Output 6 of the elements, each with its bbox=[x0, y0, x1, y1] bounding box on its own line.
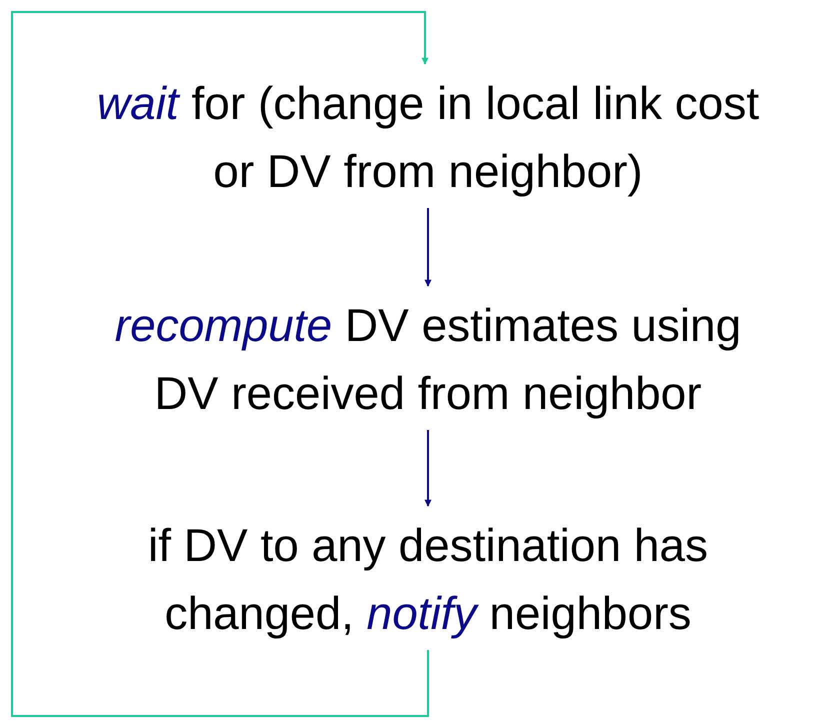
step-text: wait for (change in local link cost or DV from neighbor) bbox=[96, 76, 760, 199]
step-text: if DV to any destination has changed, notify neighbors bbox=[147, 518, 709, 641]
arrow bbox=[424, 208, 432, 287]
arrow bbox=[11, 11, 429, 717]
step-text: recompute DV estimates using DV received from neighbor bbox=[114, 298, 742, 421]
arrow bbox=[424, 430, 432, 507]
